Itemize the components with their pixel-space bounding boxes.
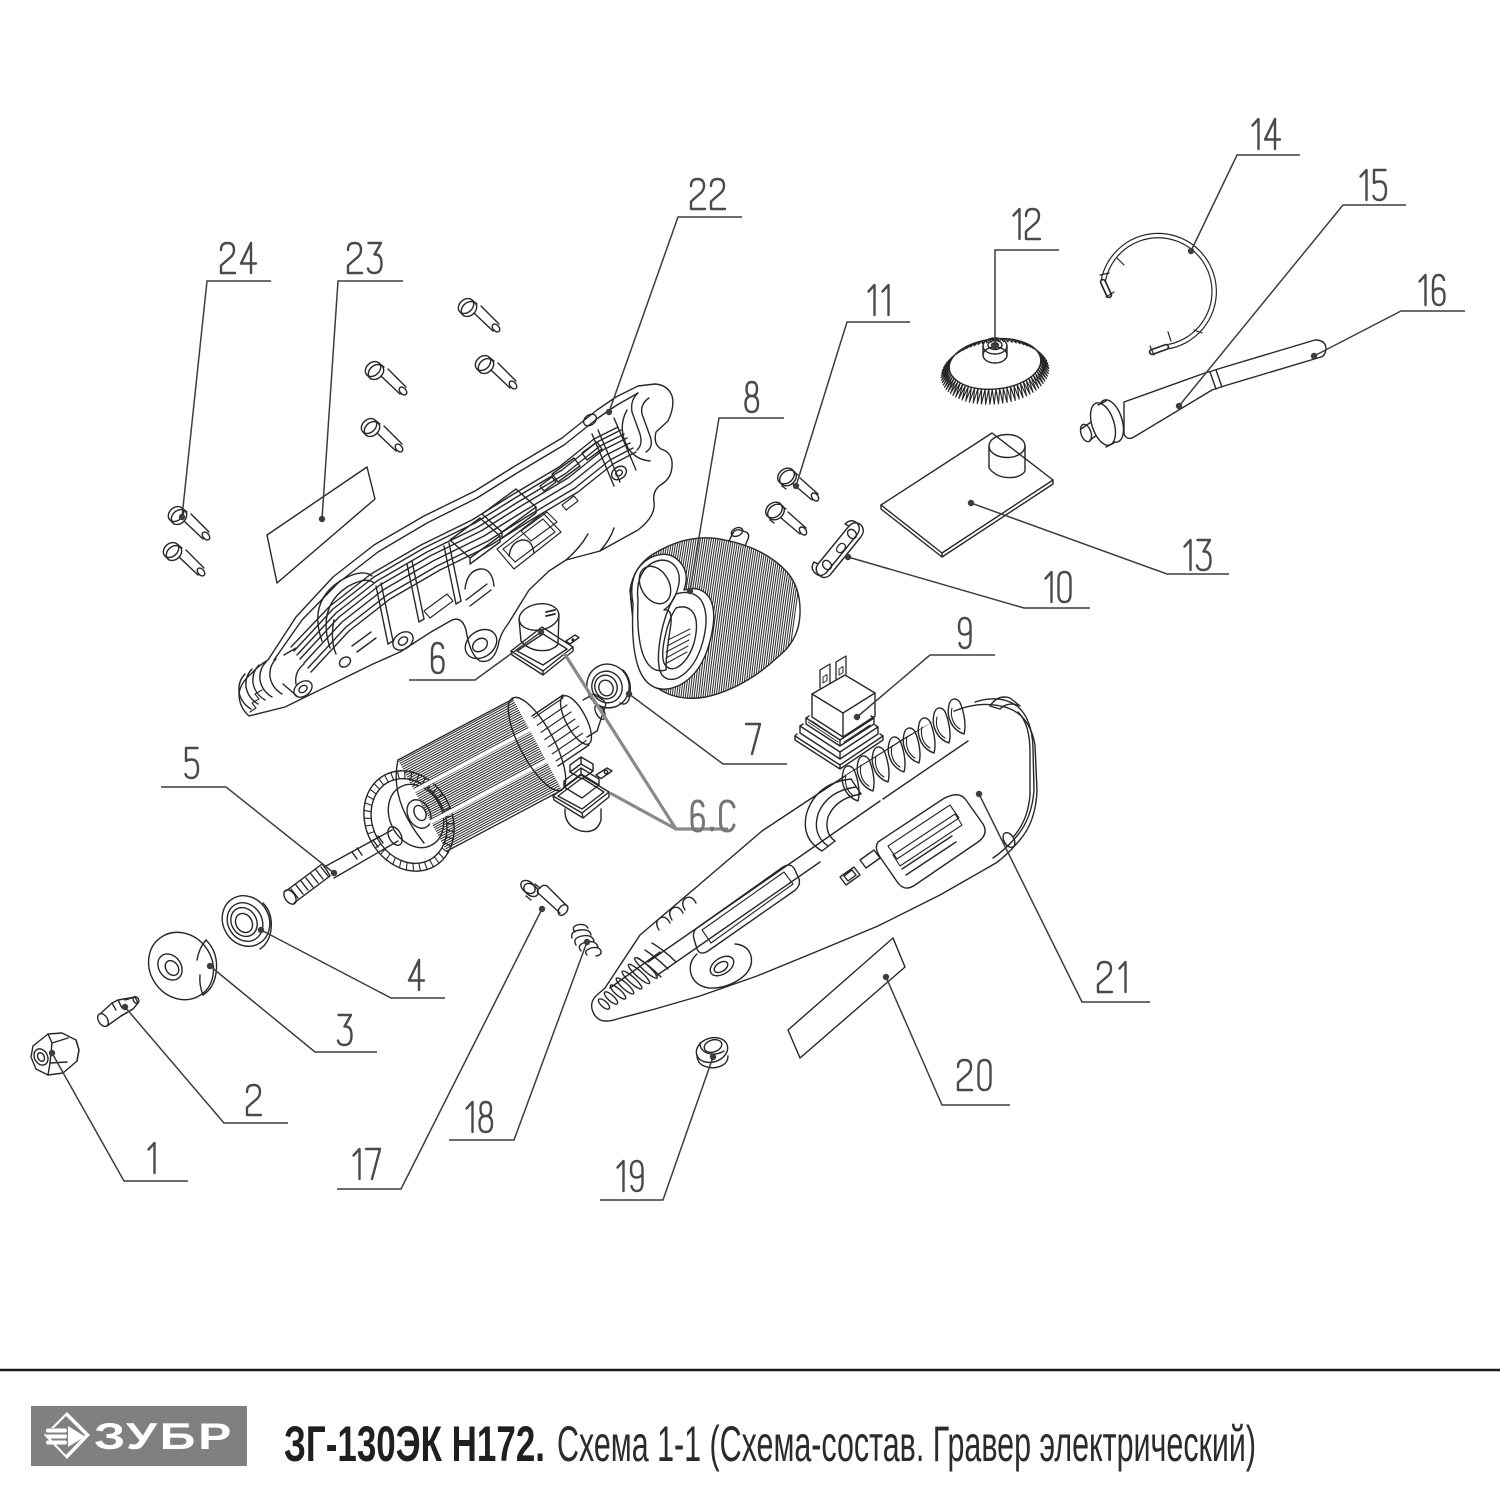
svg-text:Схема 1-1 (Схема-состав. Граве: Схема 1-1 (Схема-состав. Гравер электрич… xyxy=(557,1416,1256,1472)
svg-text:ЗГ-130ЭК H172.: ЗГ-130ЭК H172. xyxy=(284,1416,545,1472)
svg-text:ЗУБР: ЗУБР xyxy=(94,1416,234,1457)
